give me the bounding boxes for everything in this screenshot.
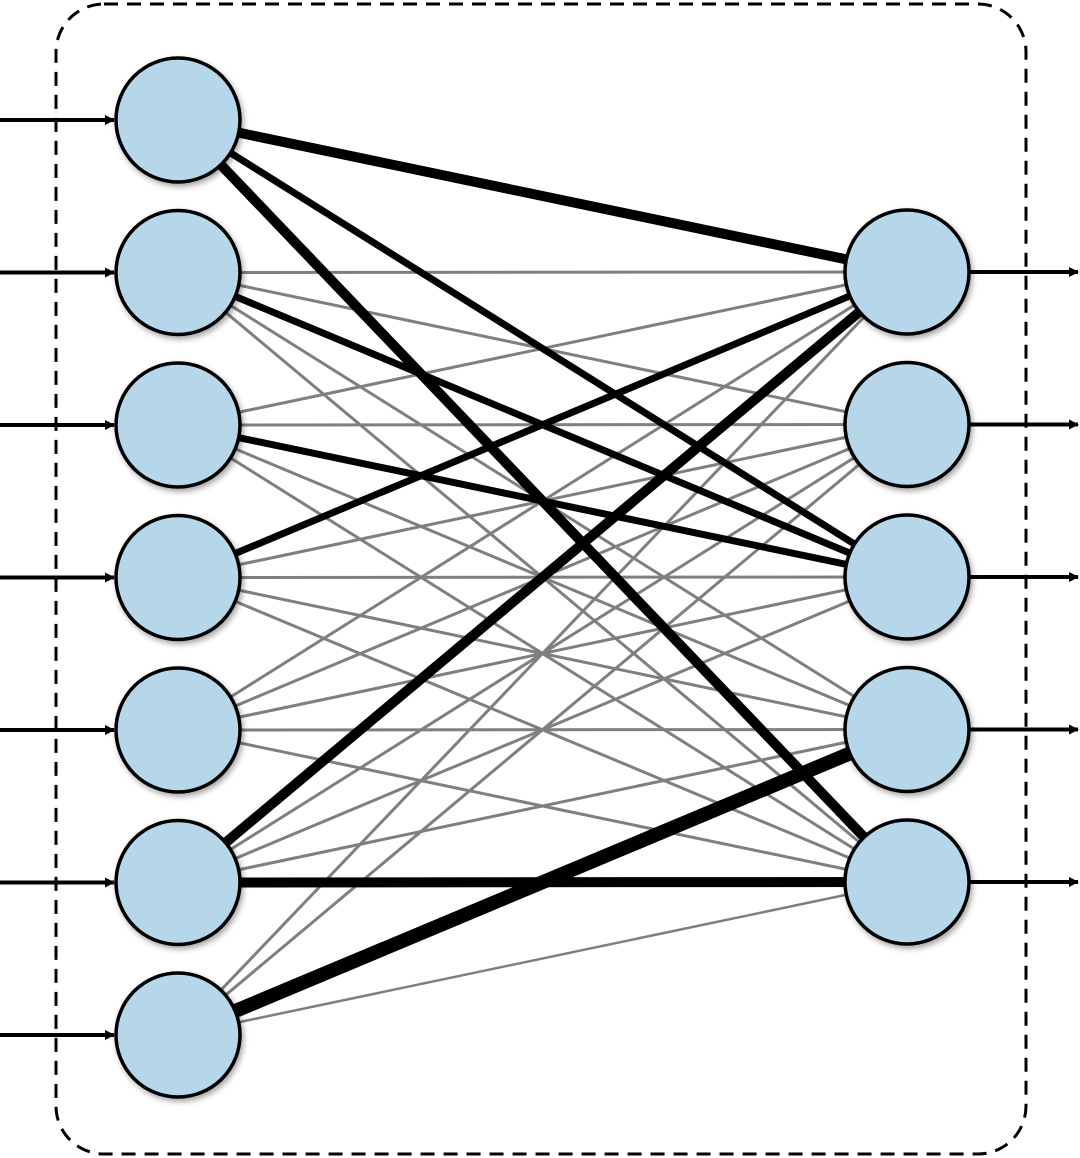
neurons <box>114 56 971 1099</box>
input-neuron <box>114 818 242 947</box>
input-neuron <box>114 666 242 794</box>
output-neuron <box>843 665 971 794</box>
output-neuron <box>843 818 971 946</box>
io-arrows <box>0 115 1079 1040</box>
strong-connection-edge <box>174 268 911 887</box>
output-neuron <box>843 360 971 489</box>
input-neuron <box>114 208 242 337</box>
strong-connection-edge <box>176 115 909 277</box>
output-neuron <box>843 208 971 336</box>
strong-connection-edge <box>176 117 909 580</box>
input-neuron <box>114 361 242 489</box>
input-neuron <box>114 971 242 1099</box>
strong-connection-edge <box>176 268 909 581</box>
weak-connection-edge <box>177 880 908 1037</box>
connections <box>174 115 911 1042</box>
strong-connection-edge <box>177 421 908 581</box>
weak-connection-edge <box>176 270 909 1037</box>
strong-connection-edge <box>175 723 910 1042</box>
input-neuron <box>114 513 242 642</box>
input-neuron <box>114 56 242 184</box>
weak-connection-edge <box>177 270 908 274</box>
output-neuron <box>843 513 971 641</box>
